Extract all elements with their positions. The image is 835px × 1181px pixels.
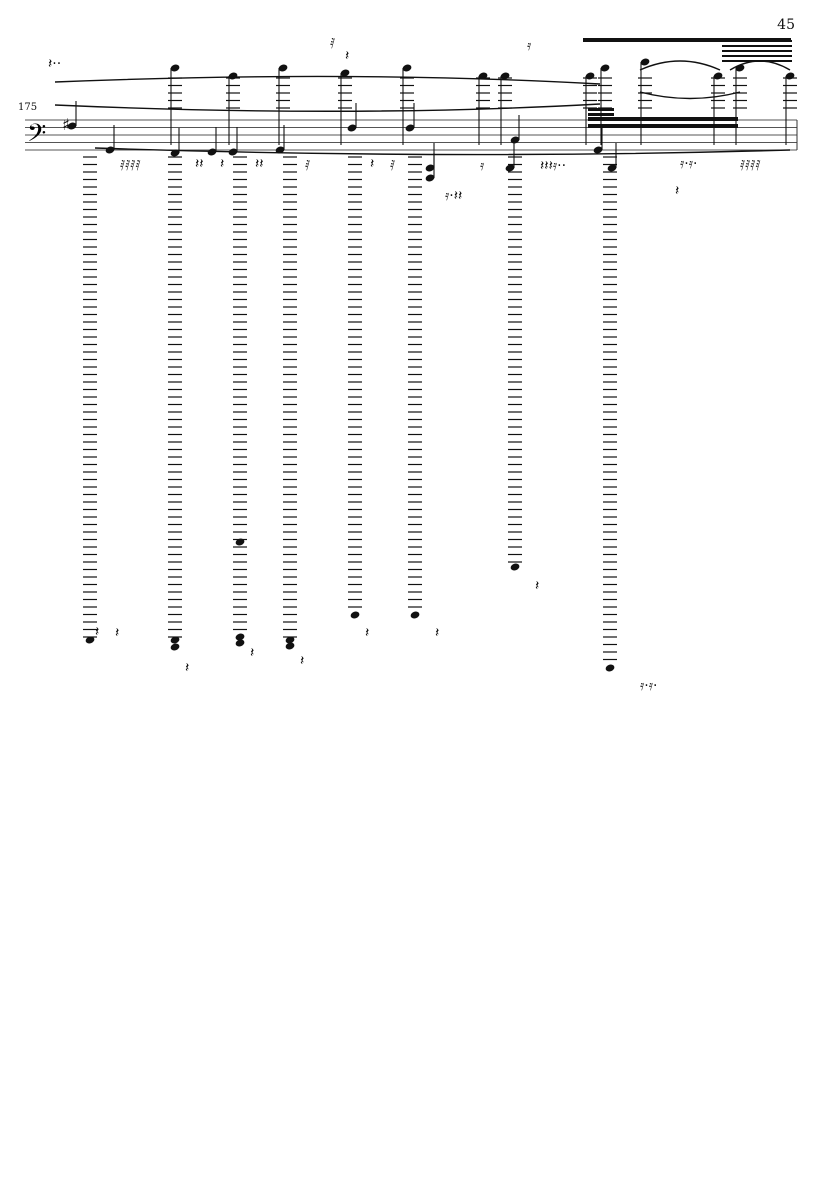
rest-icon: 𝄽 (300, 653, 304, 669)
note-head (235, 639, 245, 647)
rest-icon: 𝄿·𝄽𝄽 (445, 188, 462, 204)
note-head (585, 72, 595, 80)
note-head (425, 174, 435, 182)
rest-icon: 𝄽 (365, 625, 369, 641)
rest-icon: 𝄽 (370, 156, 374, 172)
note-head (207, 148, 217, 156)
note-head (170, 643, 180, 651)
notes (67, 58, 797, 672)
rest-icon: 𝅀𝅀𝅀𝅀 (740, 158, 761, 174)
rest-icon: 𝄽 (435, 625, 439, 641)
note-head (593, 146, 603, 154)
note-head (505, 164, 515, 172)
rest-icon: 𝅀 (390, 158, 395, 174)
rest-icon: 𝅀 (330, 36, 335, 52)
rests: 𝄽··𝄽𝄽𝄽𝄽𝄽𝄽𝄽𝄽𝄿·𝄿·𝅀𝅀𝅀𝅀𝄽𝄽𝄽𝄽𝄽𝅀𝄽𝅀𝄽𝅀𝄿·𝄽𝄽𝄽𝄽𝄽𝄿··𝄿… (48, 36, 761, 694)
rest-icon: 𝄿·𝄿· (680, 156, 697, 172)
note-head (607, 164, 617, 172)
note-head (478, 72, 488, 80)
note-head (285, 642, 295, 650)
note-head (425, 164, 435, 172)
rest-icon: 𝄽 (535, 578, 539, 594)
rest-icon: 𝄽𝄽𝄽𝄿·· (540, 158, 566, 174)
note-head (785, 72, 795, 80)
note-head (170, 149, 180, 157)
rest-icon: 𝄽 (250, 645, 254, 661)
note-head (640, 58, 650, 66)
rest-icon: 𝅀 (305, 158, 310, 174)
beams (583, 38, 792, 128)
rest-icon: 𝄿·𝄿· (640, 678, 657, 694)
rest-icon: 𝄽 (115, 625, 119, 641)
note-head (510, 563, 520, 571)
note-head (235, 633, 245, 641)
note-head (340, 69, 350, 77)
note-head (713, 72, 723, 80)
note-head (735, 64, 745, 72)
page-number: 45 (777, 17, 795, 33)
rest-icon: 𝄽𝄽 (195, 156, 204, 172)
sharp-icon: ♯ (62, 115, 70, 134)
rest-icon: 𝄽·· (48, 56, 61, 72)
rest-icon: 𝄽 (675, 183, 679, 199)
rest-icon: 𝄽 (185, 660, 189, 676)
note-head (600, 64, 610, 72)
note-head (170, 636, 180, 644)
note-head (347, 124, 357, 132)
note-head (275, 146, 285, 154)
rest-icon: 𝄿 (527, 38, 532, 54)
rest-icon: 𝅀𝅀𝅀𝅀 (120, 158, 141, 174)
note-head (228, 148, 238, 156)
rest-icon: 𝄽 (95, 624, 99, 640)
note-head (285, 636, 295, 644)
note-head (105, 146, 115, 154)
rest-icon: 𝄽 (345, 48, 349, 64)
note-head (402, 64, 412, 72)
note-head (605, 664, 615, 672)
rest-icon: 𝄿 (480, 158, 485, 174)
slurs (54, 60, 791, 156)
bass-clef-icon: 𝄢 (27, 119, 46, 154)
note-head (85, 636, 95, 644)
note-head (510, 136, 520, 144)
note-head (235, 538, 245, 546)
rest-icon: 𝄽 (220, 156, 224, 172)
note-head (67, 122, 77, 130)
note-head (170, 64, 180, 72)
note-head (278, 64, 288, 72)
note-head (500, 72, 510, 80)
note-head (410, 611, 420, 619)
note-head (405, 124, 415, 132)
measure-number: 175 (18, 102, 38, 113)
rest-icon: 𝄽𝄽 (255, 156, 264, 172)
note-head (228, 72, 238, 80)
note-head (350, 611, 360, 619)
